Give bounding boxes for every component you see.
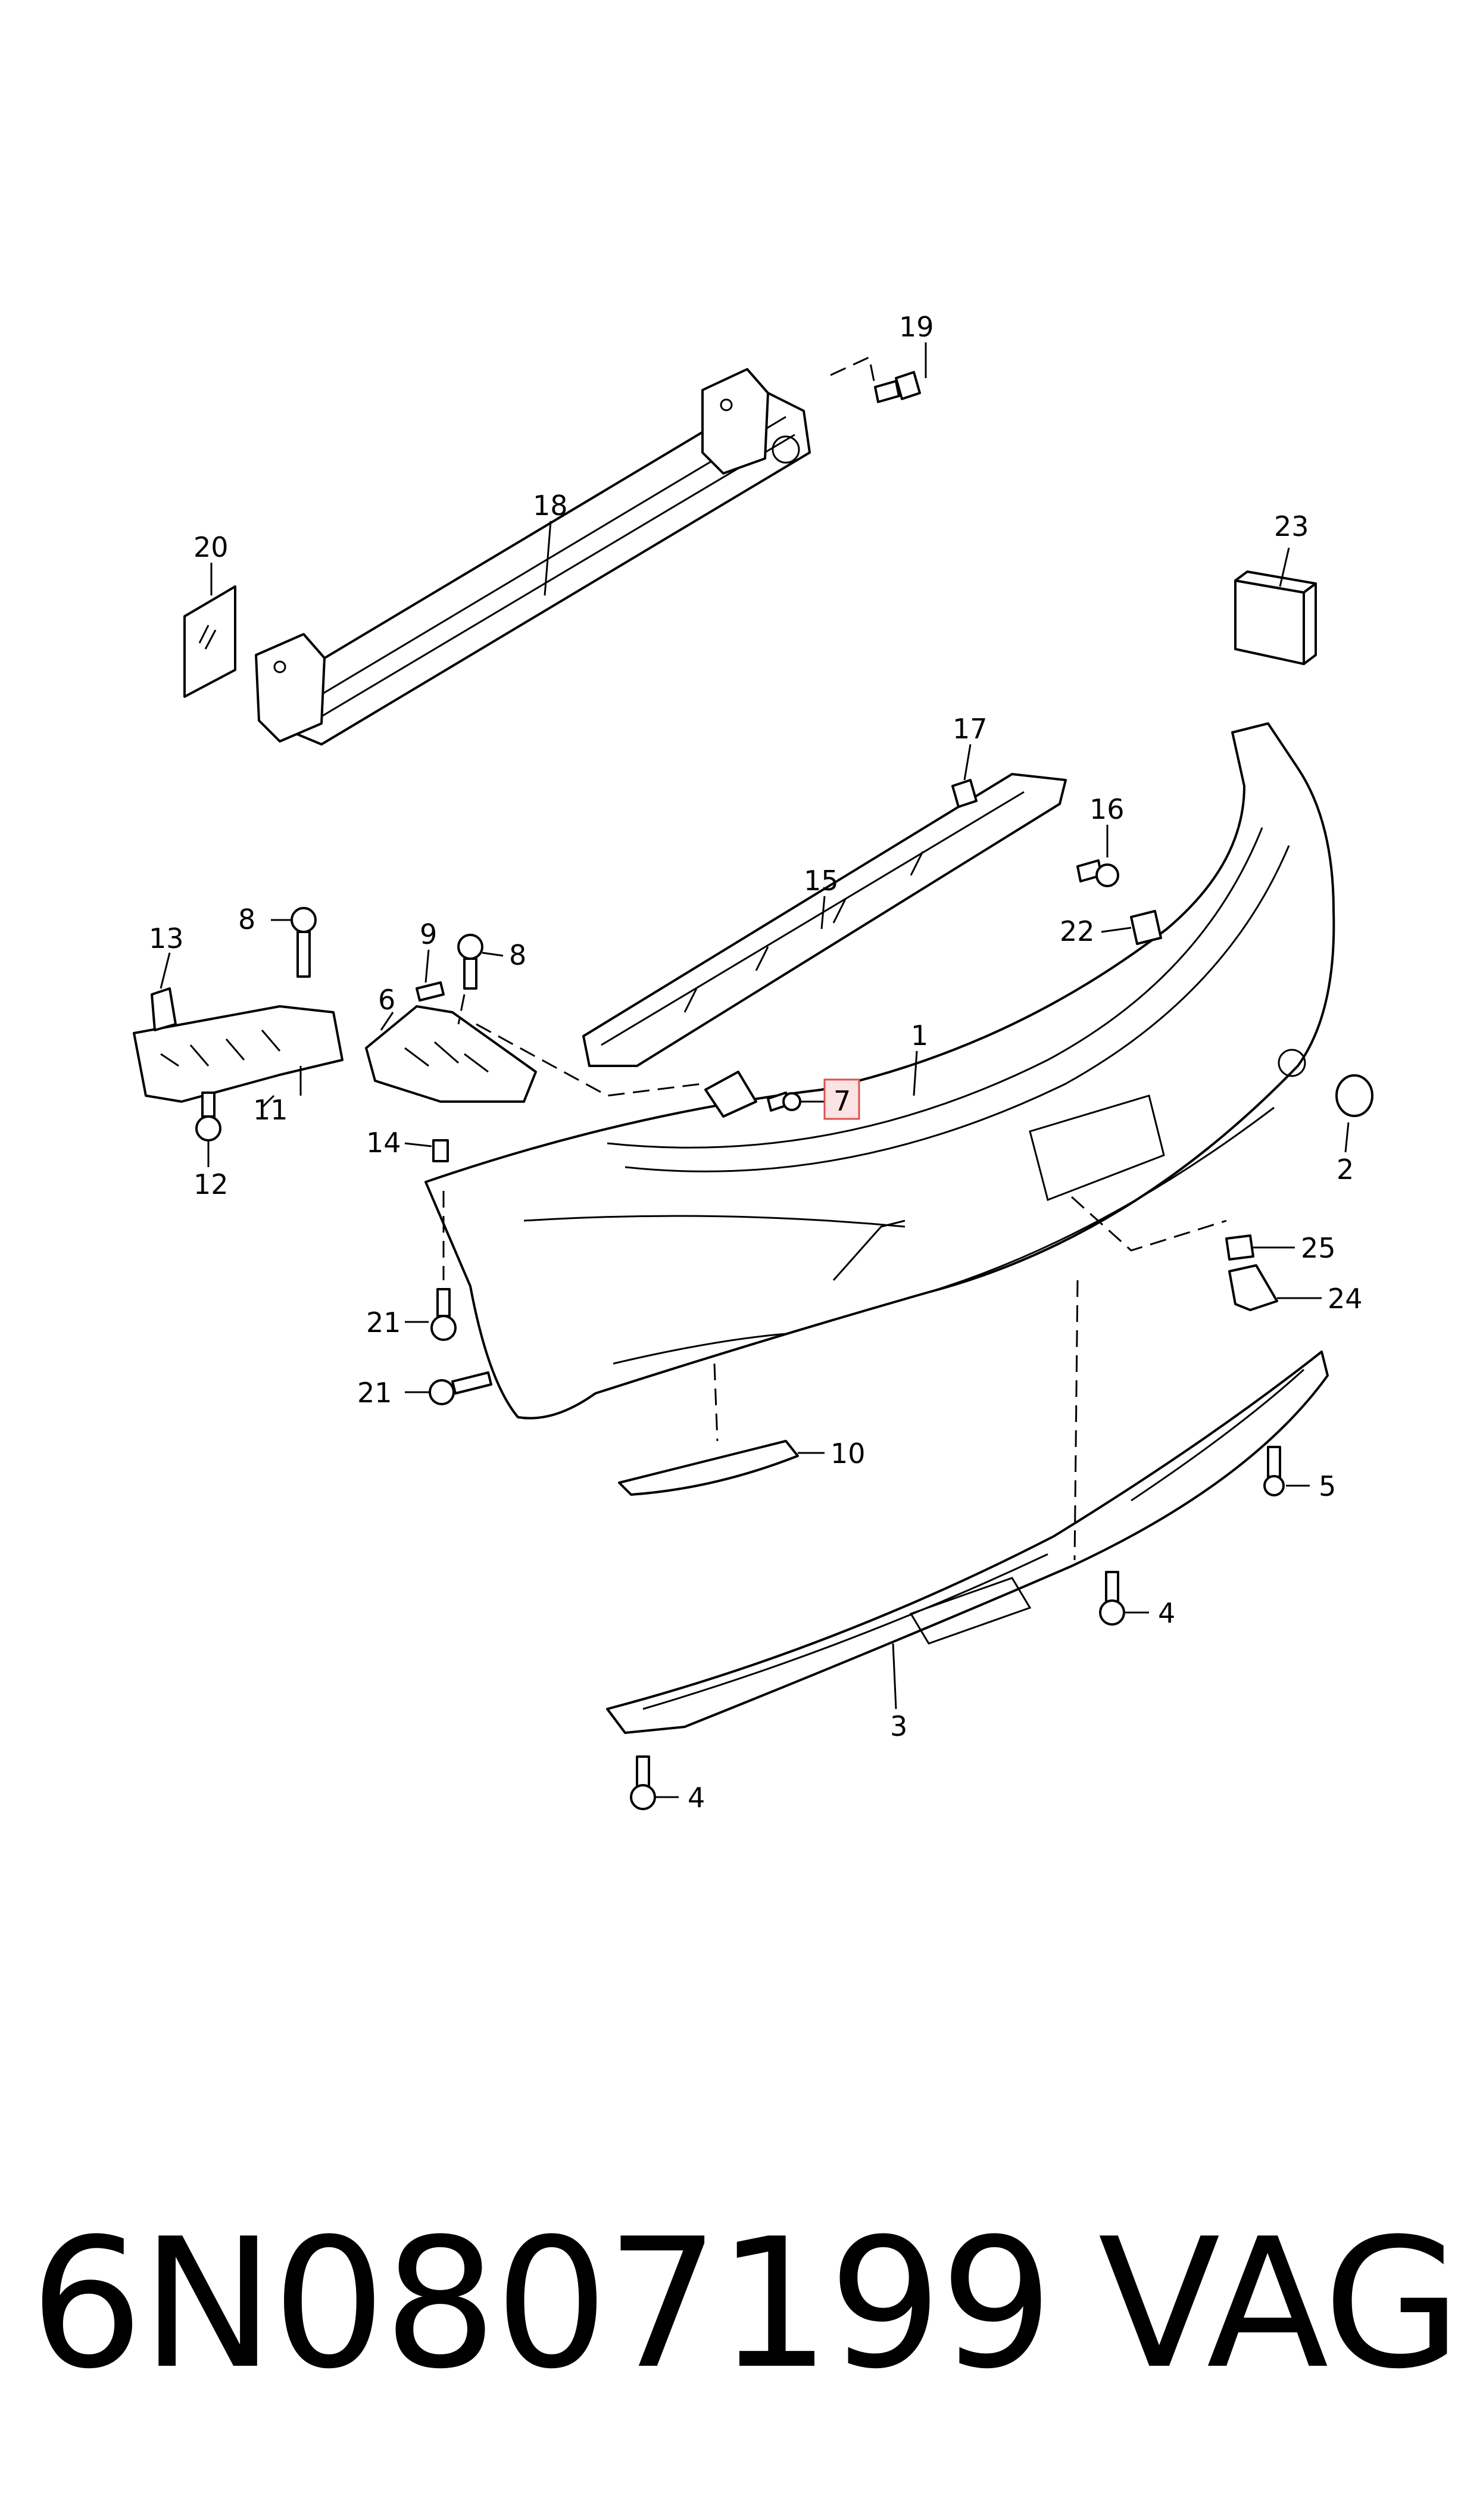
bolt-4-left[interactable]	[630, 1755, 656, 1810]
callout-17[interactable]: 17	[953, 713, 988, 745]
bumper-cover[interactable]	[424, 722, 1335, 1420]
trim-strip-10[interactable]	[618, 1440, 799, 1496]
brand-name: VAG	[1098, 2200, 1462, 2408]
callout-20[interactable]: 20	[193, 531, 229, 563]
clip-17[interactable]	[951, 779, 978, 808]
callout-10[interactable]: 10	[831, 1437, 866, 1470]
bolt-4-right[interactable]	[1099, 1571, 1125, 1626]
nut-22[interactable]	[1130, 910, 1162, 945]
callout-14[interactable]: 14	[366, 1127, 401, 1159]
callout-12[interactable]: 12	[193, 1168, 229, 1200]
diffuser-3[interactable]	[606, 1351, 1329, 1734]
label-20[interactable]	[183, 585, 236, 698]
callout-9[interactable]: 9	[420, 918, 437, 950]
callout-8-left[interactable]: 8	[238, 903, 255, 935]
callout-23[interactable]: 23	[1274, 510, 1309, 542]
callout-2[interactable]: 2	[1337, 1153, 1354, 1186]
callout-25[interactable]: 25	[1301, 1232, 1336, 1264]
bracket-24[interactable]	[1228, 1264, 1278, 1311]
callout-1[interactable]: 1	[911, 1019, 928, 1052]
tow-cap-2[interactable]	[1335, 1074, 1373, 1117]
screw-12[interactable]	[195, 1091, 221, 1142]
screw-8-right[interactable]	[457, 934, 483, 990]
callout-19[interactable]: 19	[899, 311, 934, 343]
callout-7[interactable]: 7	[833, 1085, 851, 1117]
screw-9[interactable]	[416, 981, 445, 1002]
callout-4-right[interactable]: 4	[1158, 1597, 1175, 1629]
callout-18[interactable]: 18	[533, 489, 568, 522]
callout-16[interactable]: 16	[1089, 793, 1125, 825]
callout-3[interactable]: 3	[890, 1710, 907, 1742]
screw-16[interactable]	[1076, 859, 1119, 887]
callout-21-upper[interactable]: 21	[366, 1306, 401, 1339]
bolt-21-upper[interactable]	[430, 1288, 457, 1341]
callout-21-lower[interactable]: 21	[357, 1377, 392, 1409]
impact-bar[interactable]	[255, 368, 811, 746]
foam-block-23[interactable]	[1234, 570, 1317, 665]
part-number: 6N0807199	[30, 2200, 1053, 2408]
clip-5[interactable]	[1263, 1446, 1285, 1496]
callout-15[interactable]: 15	[804, 865, 839, 897]
side-bracket-11[interactable]	[133, 1005, 344, 1103]
callout-6[interactable]: 6	[378, 984, 395, 1016]
nut-14[interactable]	[432, 1139, 449, 1162]
bolt-21-lower[interactable]	[429, 1371, 492, 1405]
clip-25[interactable]	[1225, 1234, 1254, 1261]
clip-13[interactable]	[151, 987, 177, 1031]
callout-22[interactable]: 22	[1060, 915, 1095, 947]
bolt-7[interactable]	[767, 1091, 801, 1112]
callout-highlight	[823, 1078, 860, 1120]
callout-4-left[interactable]: 4	[688, 1782, 705, 1814]
callout-11[interactable]: 11	[253, 1094, 288, 1126]
bolt-19[interactable]	[874, 371, 921, 403]
callout-24[interactable]: 24	[1328, 1283, 1363, 1315]
side-bracket-6[interactable]	[365, 1005, 537, 1103]
callout-13[interactable]: 13	[149, 922, 184, 955]
callout-8-right[interactable]: 8	[509, 939, 526, 971]
guide-bracket-15[interactable]	[582, 773, 1067, 1067]
callout-5[interactable]: 5	[1319, 1470, 1336, 1502]
screw-8-left[interactable]	[291, 907, 317, 978]
